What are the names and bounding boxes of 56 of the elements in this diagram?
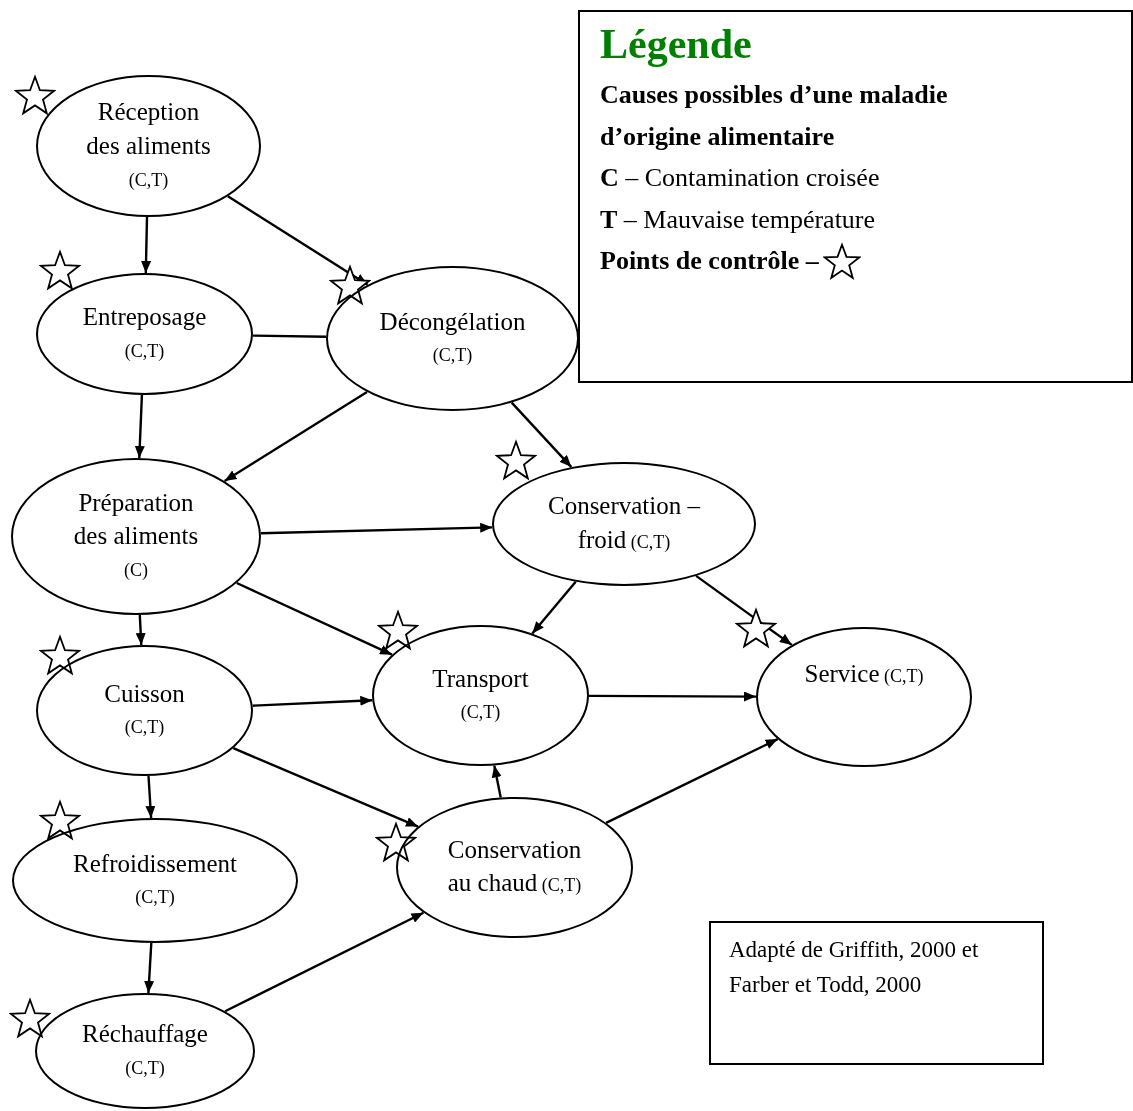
legend-entry: T – Mauvaise température	[600, 203, 877, 236]
source-note: Adapté de Griffith, 2000 et Farber et Todd, 2000	[729, 936, 979, 999]
arrow	[510, 401, 573, 468]
connector-line	[253, 334, 326, 338]
arrow	[224, 911, 425, 1013]
step-label: Service (C,T)	[804, 659, 924, 689]
legend-entry: Points de contrôle –	[600, 245, 819, 278]
arrow	[145, 775, 156, 819]
step-label: Conservation au chaud (C,T)	[446, 834, 583, 899]
step-label: Refroidissement	[73, 848, 237, 879]
legend-heading: Causes possibles d’une maladie d’origine alimentaire	[600, 79, 949, 153]
step-label: Réchauffage	[82, 1019, 208, 1050]
cause-code: (C,T)	[128, 168, 169, 192]
arrow	[227, 195, 369, 286]
process-ellipse	[492, 462, 756, 586]
process-ellipse	[36, 645, 253, 776]
step-label: Cuisson	[104, 678, 185, 709]
arrow	[252, 695, 373, 707]
cause-code: (C,T)	[124, 339, 165, 363]
source-box	[709, 921, 1044, 1065]
step-label: Entreposage	[82, 302, 207, 333]
step-label: Préparation des aliments	[72, 487, 200, 552]
arrow	[605, 738, 779, 824]
arrow	[589, 691, 756, 702]
process-ellipse	[36, 75, 261, 217]
arrow	[134, 394, 145, 459]
arrow	[135, 614, 146, 646]
arrow	[695, 574, 793, 646]
legend-entry: C – Contamination croisée	[600, 162, 881, 195]
process-ellipse	[396, 797, 633, 938]
arrow	[260, 522, 493, 535]
step-label: Conservation – froid (C,T)	[546, 491, 702, 555]
process-ellipse	[326, 266, 579, 411]
process-ellipse	[35, 993, 255, 1109]
process-ellipse	[756, 627, 972, 767]
legend-title: Légende	[600, 20, 753, 68]
process-ellipse	[11, 458, 261, 615]
arrow	[223, 391, 368, 483]
arrow	[531, 580, 577, 635]
step-label: Transport	[432, 663, 529, 694]
arrow	[232, 747, 419, 828]
cause-code: (C)	[124, 559, 148, 583]
process-ellipse	[36, 273, 253, 395]
cause-code: (C,T)	[135, 886, 175, 910]
arrow	[491, 765, 502, 798]
cause-code: (C,T)	[124, 716, 165, 740]
process-ellipse	[372, 625, 589, 766]
cause-code: (C,T)	[125, 1056, 165, 1080]
process-ellipse	[12, 818, 298, 943]
arrow	[141, 216, 152, 274]
step-label: Réception des aliments	[85, 97, 212, 161]
arrow	[236, 581, 393, 656]
cause-code: (C,T)	[460, 701, 501, 725]
cause-code: (C,T)	[432, 344, 473, 368]
arrow	[144, 942, 155, 994]
step-label: Décongélation	[379, 306, 526, 337]
